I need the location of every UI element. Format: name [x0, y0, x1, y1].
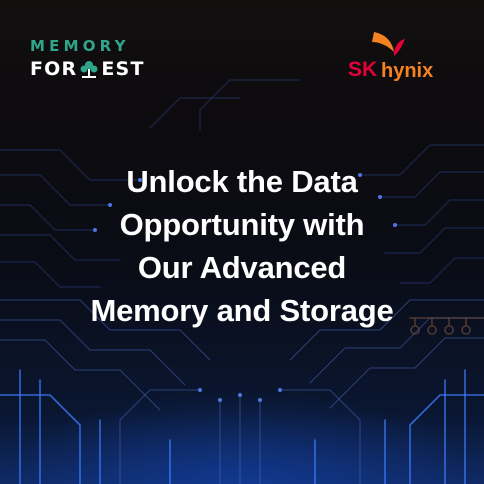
- sk-hynix-logo: SK hynix: [348, 30, 458, 86]
- headline-line: Memory and Storage: [90, 293, 394, 328]
- memory-forest-est: EST: [101, 58, 145, 80]
- sk-text: SK: [348, 58, 378, 81]
- headline-line: Unlock the Data: [126, 164, 358, 199]
- headline: Unlock the Data Opportunity with Our Adv…: [0, 160, 484, 332]
- tree-icon: [80, 61, 98, 78]
- memory-forest-logo: MEMORY FOR EST: [30, 38, 145, 79]
- headline-line: Our Advanced: [137, 250, 347, 285]
- memory-forest-for: FOR: [30, 58, 78, 80]
- headline-line: Opportunity with: [119, 207, 365, 242]
- memory-forest-bottom-text: FOR EST: [30, 59, 145, 79]
- sk-wings-icon: [372, 32, 405, 56]
- hynix-text: hynix: [381, 60, 434, 82]
- memory-forest-top-text: MEMORY: [30, 37, 130, 55]
